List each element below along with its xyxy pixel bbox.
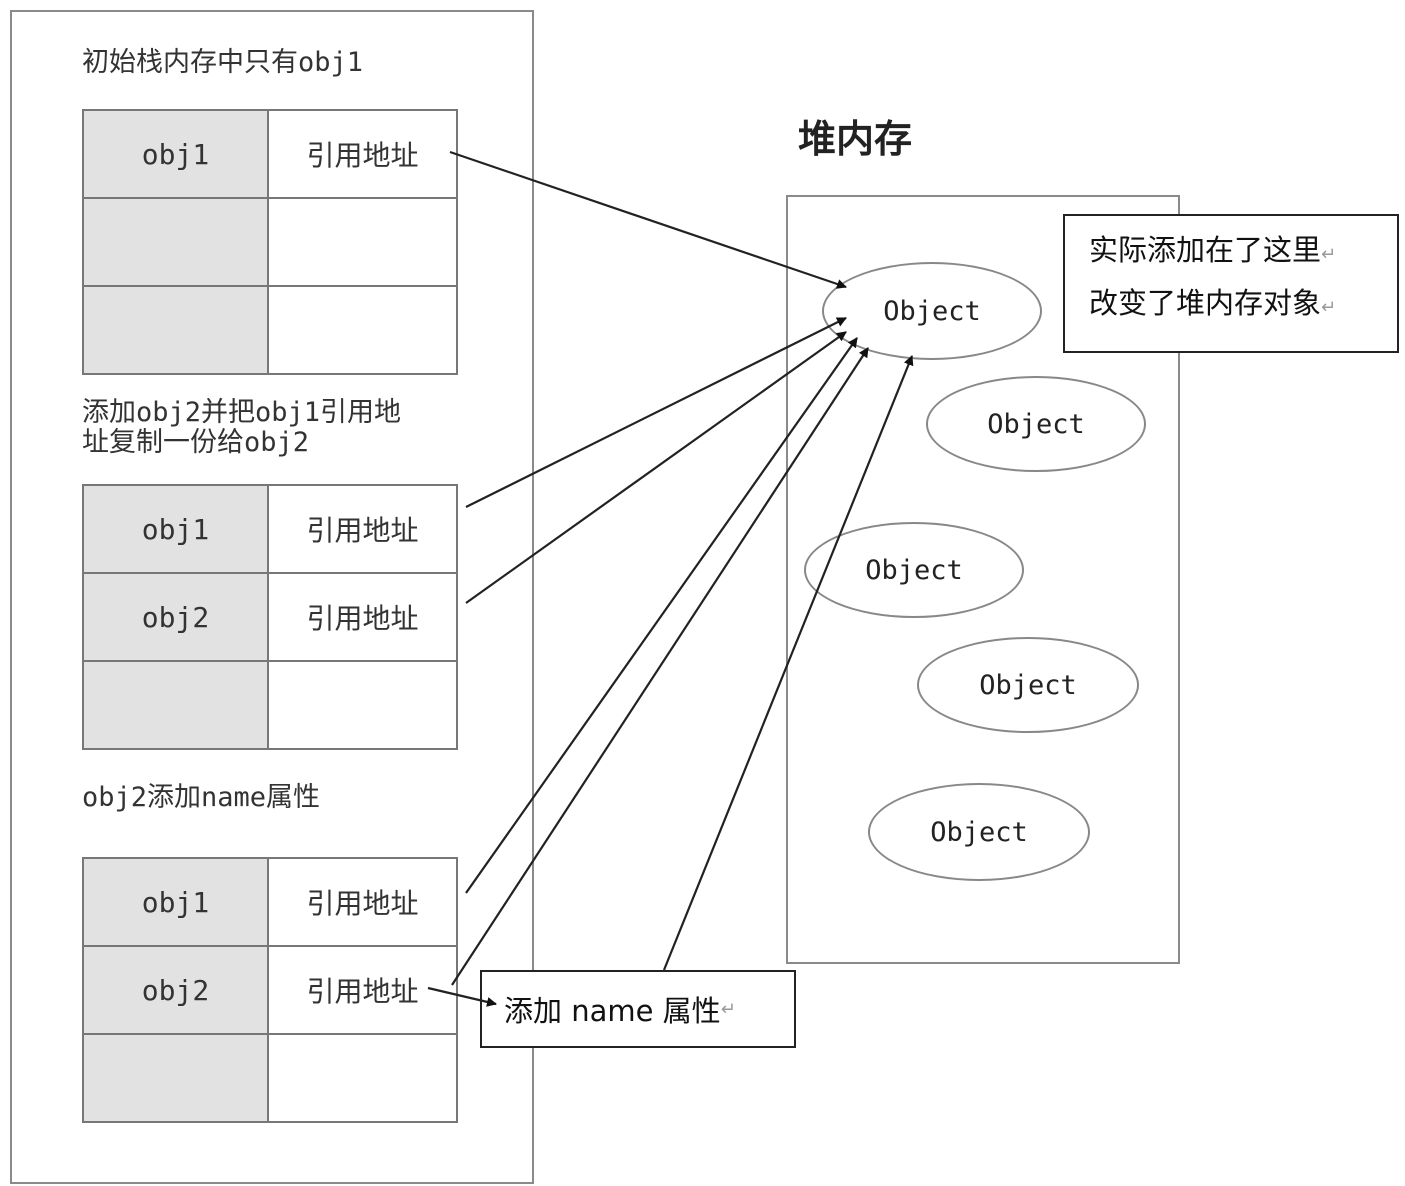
callout-line: 改变了堆内存对象↵ xyxy=(1089,286,1337,320)
variable-name-cell: obj2 xyxy=(82,945,269,1035)
variable-name-cell xyxy=(82,1033,269,1123)
caption-copy-reference: 添加obj2并把obj1引用地 址复制一份给obj2 xyxy=(82,398,401,458)
reference-address-cell: 引用地址 xyxy=(267,945,458,1035)
table-row: obj1 引用地址 xyxy=(82,109,458,199)
variable-name-cell xyxy=(82,660,269,750)
table-row xyxy=(82,660,458,750)
variable-name-cell: obj2 xyxy=(82,572,269,662)
reference-address-cell xyxy=(267,660,458,750)
reference-address-cell: 引用地址 xyxy=(267,109,458,199)
reference-address-cell xyxy=(267,197,458,287)
caption-add-name-property: obj2添加name属性 xyxy=(82,782,321,813)
return-mark: ↵ xyxy=(1321,297,1337,318)
callout-line: 实际添加在了这里↵ xyxy=(1089,233,1337,267)
heap-object: Object xyxy=(917,637,1139,733)
table-row xyxy=(82,1033,458,1123)
table-row: obj1 引用地址 xyxy=(82,484,458,574)
heap-object-target: Object xyxy=(822,262,1042,360)
variable-name-cell xyxy=(82,285,269,375)
heap-memory-title: 堆内存 xyxy=(798,117,913,161)
reference-address-cell xyxy=(267,285,458,375)
heap-object: Object xyxy=(804,522,1024,618)
return-mark: ↵ xyxy=(720,998,736,1020)
variable-name-cell: obj1 xyxy=(82,109,269,199)
variable-name-cell: obj1 xyxy=(82,857,269,947)
variable-name-cell: obj1 xyxy=(82,484,269,574)
variable-name-cell xyxy=(82,197,269,287)
heap-object: Object xyxy=(926,376,1146,472)
stack-table-3: obj1 引用地址 obj2 引用地址 xyxy=(82,857,458,1123)
table-row: obj2 引用地址 xyxy=(82,945,458,1035)
caption-initial-stack: 初始栈内存中只有obj1 xyxy=(82,47,364,78)
reference-address-cell: 引用地址 xyxy=(267,484,458,574)
heap-object: Object xyxy=(868,783,1090,881)
table-row: obj1 引用地址 xyxy=(82,857,458,947)
stack-table-1: obj1 引用地址 xyxy=(82,109,458,375)
table-row: obj2 引用地址 xyxy=(82,572,458,662)
reference-address-cell: 引用地址 xyxy=(267,857,458,947)
stack-table-2: obj1 引用地址 obj2 引用地址 xyxy=(82,484,458,750)
reference-address-cell xyxy=(267,1033,458,1123)
caption-line: 添加obj2并把obj1引用地 xyxy=(82,397,402,428)
return-mark: ↵ xyxy=(1321,244,1337,265)
heap-note-callout: 实际添加在了这里↵ 改变了堆内存对象↵ xyxy=(1063,214,1399,353)
add-name-callout: 添加 name 属性↵ xyxy=(480,970,796,1048)
table-row xyxy=(82,285,458,375)
reference-address-cell: 引用地址 xyxy=(267,572,458,662)
table-row xyxy=(82,197,458,287)
caption-line: 址复制一份给obj2 xyxy=(82,427,310,458)
